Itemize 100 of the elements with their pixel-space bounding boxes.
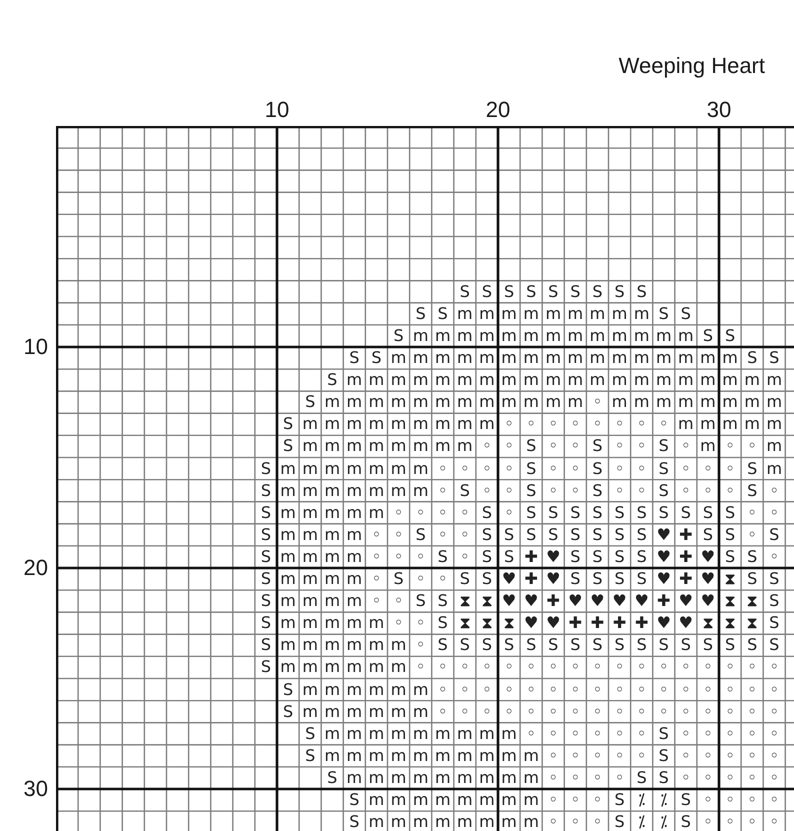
stitch-symbol: m bbox=[457, 394, 473, 410]
stitch-symbol: m bbox=[678, 372, 694, 388]
stitch-symbol: m bbox=[324, 748, 340, 764]
stitch-symbol: ◦ bbox=[394, 504, 404, 521]
stitch-symbol: ♥ bbox=[546, 548, 560, 565]
stitch-symbol: ◦ bbox=[770, 792, 779, 808]
stitch-symbol: S bbox=[724, 548, 736, 565]
stitch-symbol: S bbox=[416, 526, 426, 543]
stitch-symbol: S bbox=[614, 792, 625, 808]
stitch-symbol: S bbox=[282, 704, 294, 720]
stitch-symbol: m bbox=[324, 704, 340, 720]
stitch-symbol: ◦ bbox=[725, 682, 735, 698]
stitch-symbol: ◦ bbox=[747, 792, 757, 808]
stitch-symbol: m bbox=[656, 394, 672, 410]
stitch-symbol: ◦ bbox=[548, 814, 558, 830]
stitch-symbol: m bbox=[523, 792, 539, 808]
stitch-symbol: S bbox=[349, 792, 360, 808]
stitch-symbol: m bbox=[302, 460, 318, 477]
stitch-symbol: S bbox=[570, 637, 580, 654]
stitch-symbol: ◦ bbox=[636, 682, 646, 698]
stitch-symbol: ◦ bbox=[438, 682, 448, 698]
stitch-symbol: m bbox=[302, 637, 318, 654]
stitch-symbol: ◦ bbox=[770, 748, 779, 764]
stitch-symbol: m bbox=[590, 372, 606, 388]
stitch-symbol: m bbox=[700, 350, 716, 366]
stitch-symbol: m bbox=[479, 306, 495, 322]
stitch-symbol: ◦ bbox=[526, 416, 536, 432]
stitch-symbol: ◦ bbox=[416, 571, 426, 588]
stitch-symbol: S bbox=[260, 571, 272, 588]
stitch-symbol: S bbox=[526, 482, 536, 499]
stitch-symbol: ◦ bbox=[372, 548, 382, 565]
stitch-symbol: ◦ bbox=[681, 770, 691, 786]
stitch-symbol: m bbox=[324, 726, 340, 742]
stitch-symbol: m bbox=[390, 770, 406, 786]
stitch-symbol: ◦ bbox=[570, 792, 580, 808]
stitch-symbol: m bbox=[501, 328, 517, 344]
stitch-symbol: m bbox=[302, 571, 318, 588]
column-number: 10 bbox=[264, 98, 290, 122]
stitch-symbol: ◦ bbox=[614, 460, 624, 477]
stitch-symbol: ◦ bbox=[770, 814, 779, 830]
stitch-symbol: S bbox=[702, 637, 714, 654]
stitch-symbol: ♥ bbox=[656, 615, 671, 632]
stitch-symbol: m bbox=[280, 593, 296, 610]
stitch-symbol: m bbox=[678, 394, 694, 410]
stitch-symbol: m bbox=[324, 571, 340, 588]
stitch-symbol: ⁒ bbox=[660, 792, 668, 808]
stitch-symbol: m bbox=[744, 372, 760, 388]
stitch-symbol: m bbox=[390, 726, 406, 742]
stitch-symbol: ◦ bbox=[725, 814, 735, 830]
stitch-symbol: ♥ bbox=[700, 593, 716, 610]
stitch-symbol: m bbox=[766, 460, 782, 477]
stitch-symbol: ◦ bbox=[725, 460, 735, 477]
stitch-symbol: m bbox=[634, 394, 650, 410]
stitch-symbol: ◦ bbox=[570, 748, 580, 764]
stitch-symbol: ◦ bbox=[482, 659, 492, 676]
stitch-symbol: ◦ bbox=[614, 482, 624, 499]
stitch-symbol: ⧗ bbox=[459, 593, 470, 610]
stitch-symbol: m bbox=[634, 306, 650, 322]
stitch-symbol: S bbox=[614, 814, 625, 830]
stitch-symbol: ◦ bbox=[747, 726, 757, 742]
stitch-symbol: S bbox=[658, 748, 669, 764]
stitch-symbol: m bbox=[656, 350, 672, 366]
stitch-symbol: m bbox=[390, 482, 406, 499]
stitch-symbol: ◦ bbox=[570, 726, 580, 742]
stitch-symbol: m bbox=[324, 682, 340, 698]
stitch-symbol: m bbox=[346, 548, 362, 565]
stitch-symbol: S bbox=[636, 504, 647, 521]
stitch-symbol: m bbox=[501, 792, 517, 808]
stitch-symbol: ◦ bbox=[770, 659, 779, 676]
stitch-symbol: m bbox=[390, 682, 406, 698]
stitch-symbol: S bbox=[769, 350, 780, 366]
stitch-symbol: S bbox=[482, 637, 492, 654]
stitch-symbol: ◦ bbox=[570, 682, 580, 698]
stitch-symbol: S bbox=[482, 526, 492, 543]
stitch-symbol: m bbox=[368, 615, 384, 632]
stitch-symbol: ◦ bbox=[747, 659, 757, 676]
stitch-symbol: S bbox=[724, 504, 736, 521]
stitch-symbol: m bbox=[324, 416, 340, 432]
stitch-symbol: m bbox=[434, 770, 451, 786]
stitch-symbol: S bbox=[416, 593, 426, 610]
stitch-symbol: m bbox=[324, 526, 340, 543]
stitch-symbol: S bbox=[260, 659, 272, 676]
stitch-symbol: ◦ bbox=[438, 704, 448, 720]
stitch-symbol: m bbox=[368, 372, 384, 388]
stitch-symbol: m bbox=[412, 482, 428, 499]
stitch-symbol: m bbox=[612, 372, 628, 388]
stitch-symbol: S bbox=[702, 526, 714, 543]
stitch-symbol: S bbox=[260, 526, 272, 543]
stitch-symbol: ◦ bbox=[482, 460, 492, 477]
stitch-symbol: m bbox=[523, 328, 539, 344]
stitch-symbol: m bbox=[434, 328, 451, 344]
stitch-symbol: m bbox=[346, 482, 362, 499]
row-number: 10 bbox=[24, 335, 48, 359]
stitch-symbol: ◦ bbox=[747, 504, 757, 521]
stitch-symbol: m bbox=[501, 814, 517, 830]
stitch-symbol: m bbox=[324, 504, 340, 521]
stitch-symbol: S bbox=[260, 504, 272, 521]
stitch-symbol: S bbox=[460, 637, 470, 654]
stitch-symbol: m bbox=[302, 526, 318, 543]
stitch-symbol: m bbox=[457, 350, 473, 366]
